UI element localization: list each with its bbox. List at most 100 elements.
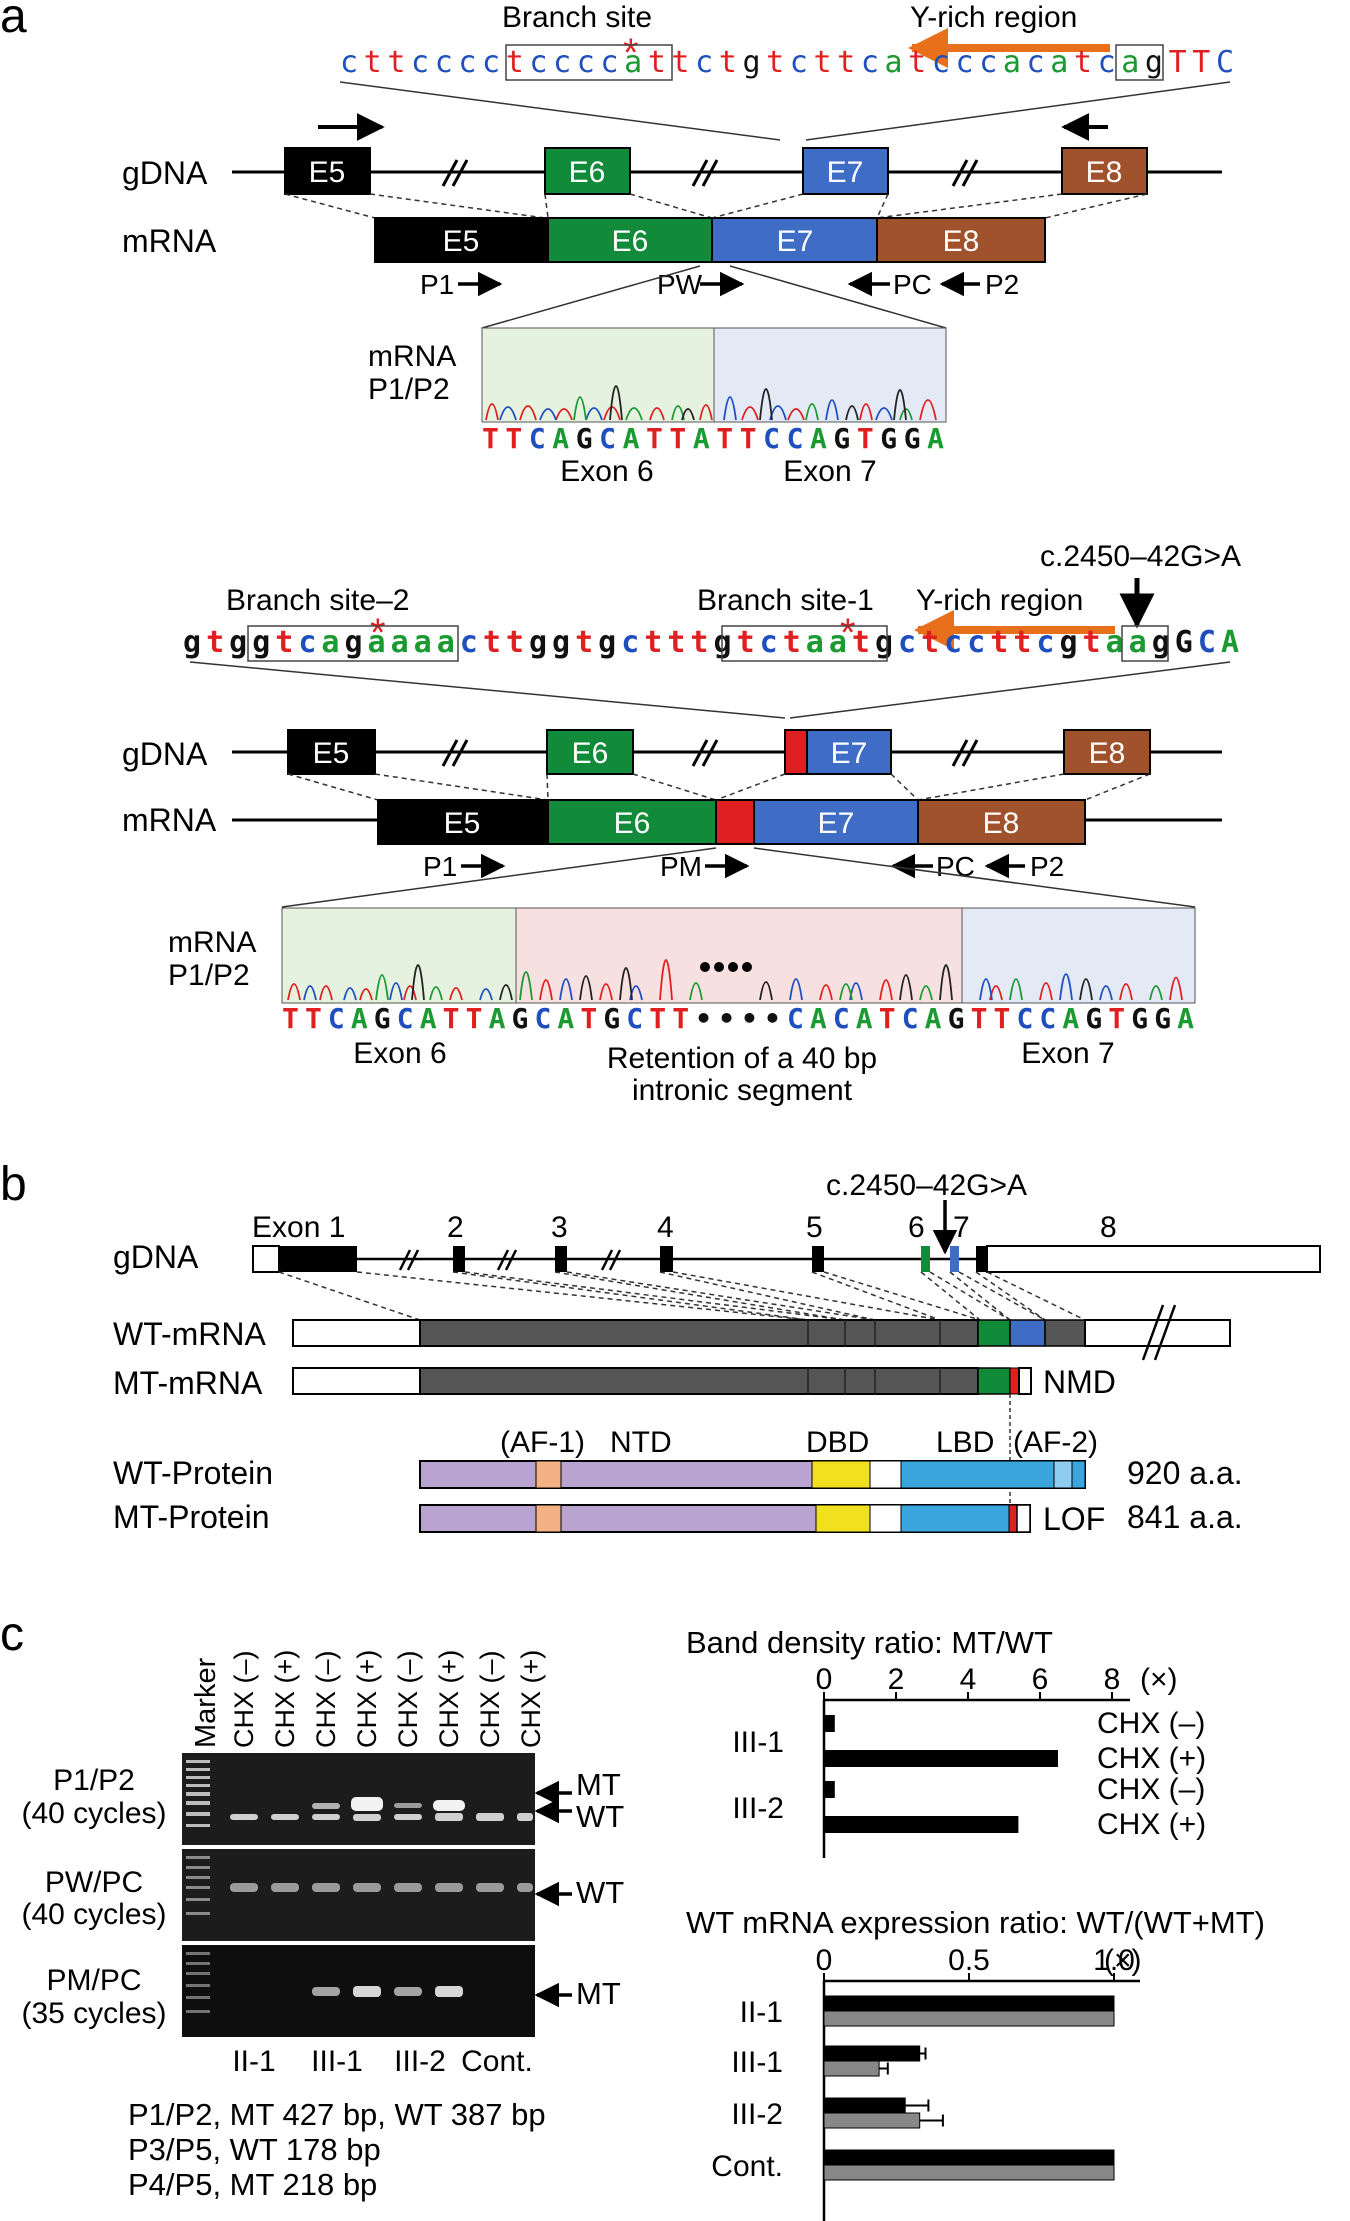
- mrna-e6: [547, 799, 717, 845]
- zoom-line: [753, 847, 1196, 908]
- gdna-exon6: [921, 1246, 930, 1272]
- mt-protein-tail: [1016, 1504, 1031, 1533]
- gdna-exon2: [453, 1246, 465, 1272]
- category-label: II-1: [740, 1996, 783, 2029]
- category-label: III-1: [732, 1726, 784, 1759]
- zoom-line: [189, 661, 786, 719]
- sequence-base: a: [1050, 45, 1068, 80]
- sequence-base: g: [875, 625, 893, 660]
- sequence-base: C: [626, 1002, 643, 1035]
- exon-e6-label: E6: [569, 156, 606, 189]
- mt-mrna-label: MT-mRNA: [113, 1365, 263, 1401]
- mrna-label: mRNA: [122, 802, 217, 838]
- sequence-base: C: [763, 422, 780, 455]
- gdna-break: [398, 1249, 420, 1271]
- sequence-base: c: [695, 45, 713, 80]
- wt-protein-lbd: [900, 1460, 1055, 1489]
- sequence-base: A: [557, 1002, 574, 1035]
- sequence-base: G: [603, 1002, 620, 1035]
- branch-site-2-box: [247, 625, 459, 662]
- splice-lines: [284, 193, 1148, 219]
- band-label-wt: WT: [576, 1875, 624, 1910]
- sequence-base: C: [787, 1002, 804, 1035]
- amplicon-note: P3/P5, WT 178 bp: [128, 2132, 381, 2167]
- sequence-base: c: [529, 45, 547, 80]
- bar: [824, 1816, 1019, 1833]
- splice-ag-box: [1115, 44, 1164, 81]
- gdna-label: gDNA: [122, 736, 208, 772]
- zoom-line: [339, 81, 781, 141]
- branch-site-label: Branch site: [502, 1, 652, 34]
- sequence-base: t: [506, 45, 524, 80]
- sequence-base: A: [1221, 625, 1239, 660]
- zoom-line: [805, 81, 1231, 141]
- gdna-exon1-utr: [252, 1245, 280, 1273]
- sequence-base: A: [925, 1002, 942, 1035]
- exon-6-label: 6: [908, 1211, 925, 1244]
- sequence-base: c: [979, 45, 997, 80]
- sequence-base: A: [420, 1002, 437, 1035]
- mrna-label: mRNA: [122, 223, 217, 259]
- y-rich-label: Y-rich region: [916, 584, 1083, 617]
- sequence-base: A: [1177, 1002, 1194, 1035]
- wt-mrna-exon7: [1009, 1319, 1046, 1347]
- bar: [823, 2097, 906, 2114]
- sequence-base: t: [908, 45, 926, 80]
- x-tick-label: 0.5: [948, 1944, 990, 1977]
- exon7-label: Exon 7: [1021, 1037, 1114, 1070]
- sequence-base: G: [1131, 1002, 1148, 1035]
- gel-row-label: (35 cycles): [21, 1997, 166, 2030]
- branch-point-asterisk: *: [840, 611, 856, 655]
- sequence-base: g: [252, 625, 270, 660]
- sequence-base: c: [1098, 45, 1116, 80]
- group-label: Cont.: [461, 2045, 533, 2078]
- sequence-base: T: [646, 422, 663, 455]
- marker-label: Marker: [190, 1657, 222, 1748]
- chart-unit: (×): [1104, 1944, 1142, 1977]
- x-tick-label: 6: [1032, 1663, 1049, 1696]
- mrna-e7-label: E7: [777, 225, 814, 258]
- wt-protein-label: WT-Protein: [113, 1455, 273, 1491]
- sequence-base: T: [716, 422, 733, 455]
- ladder-bands: [186, 1856, 210, 1915]
- sequence-base: a: [1121, 45, 1139, 80]
- zoom-line: [789, 661, 1231, 719]
- sequence-base: t: [275, 625, 293, 660]
- mrna-e6-label: E6: [612, 225, 649, 258]
- bar: [823, 2010, 1115, 2027]
- sequence-base: t: [813, 45, 831, 80]
- sequence-base: c: [932, 45, 950, 80]
- exon6-label: Exon 6: [560, 455, 653, 488]
- splice-ag-box: [1121, 625, 1169, 662]
- gdna-exon8: [976, 1246, 987, 1272]
- sequence-base: C: [534, 1002, 551, 1035]
- sequence-base: t: [1013, 625, 1031, 660]
- gel-bands-wt: [230, 1813, 533, 1821]
- exon-2-label: 2: [447, 1211, 464, 1244]
- mrna-e6: [547, 217, 713, 263]
- panel-b-label: b: [0, 1158, 27, 1211]
- sequence-base: C: [599, 422, 616, 455]
- sequence-base: t: [506, 625, 524, 660]
- sequence-base: A: [351, 1002, 368, 1035]
- sequence-base: c: [435, 45, 453, 80]
- group-label: II-1: [232, 2045, 275, 2078]
- x-tick-label: 0: [816, 1944, 833, 1977]
- gdna-label: gDNA: [113, 1239, 199, 1275]
- exon-e7: [802, 147, 889, 195]
- sequence-base: t: [1083, 625, 1101, 660]
- mt-mrna-tail: [1018, 1367, 1032, 1395]
- series-label: CHX (+): [1097, 1808, 1206, 1841]
- gdna-break: [496, 1249, 518, 1271]
- sequence-base: A: [810, 422, 827, 455]
- sequence-base: C: [1016, 1002, 1033, 1035]
- gdna-exon5: [812, 1246, 824, 1272]
- sequence-base: g: [183, 625, 201, 660]
- exon-e7: [806, 729, 892, 775]
- bar: [824, 1781, 835, 1798]
